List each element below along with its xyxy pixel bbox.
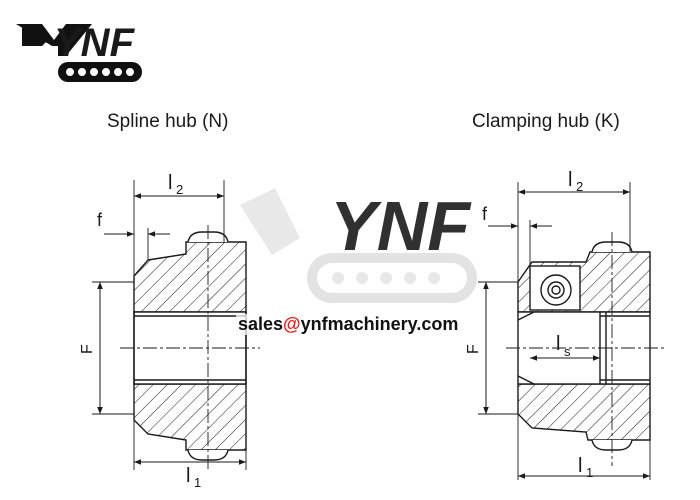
lower-section	[133, 383, 247, 451]
upper-section	[133, 241, 247, 313]
ynf-logo: YNF	[16, 21, 142, 82]
watermark: YNF	[240, 187, 477, 303]
left-f-label: f	[97, 210, 103, 230]
right-l1-label: l	[578, 455, 582, 477]
contact-email[interactable]: sales@ynfmachinery.com	[236, 314, 461, 335]
right-l1-sub: 1	[586, 465, 593, 480]
email-at-sign: @	[283, 314, 301, 334]
left-l2-sub: 2	[176, 182, 183, 197]
left-l2-label: l	[168, 172, 172, 194]
right-l2-sub: 2	[576, 179, 583, 194]
email-user: sales	[238, 314, 284, 334]
right-F-label: F	[465, 344, 482, 354]
right-ls-label: l	[556, 333, 560, 355]
left-F-label: F	[79, 344, 96, 354]
left-l1-label: l	[186, 465, 190, 487]
clamping-hub-title: Clamping hub (K)	[472, 111, 620, 132]
lower-section	[517, 383, 651, 441]
right-f-label: f	[482, 204, 488, 224]
svg-text:YNF: YNF	[330, 187, 472, 265]
spline-hub-title: Spline hub (N)	[107, 111, 229, 132]
clamping-hub-drawing	[478, 182, 664, 480]
left-l1-sub: 1	[194, 475, 201, 490]
spline-hub-drawing	[92, 180, 260, 470]
right-ls-sub: s	[564, 344, 571, 359]
email-domain: ynfmachinery.com	[300, 314, 459, 334]
logo-text: YNF	[54, 21, 136, 65]
right-l2-label: l	[568, 169, 572, 191]
